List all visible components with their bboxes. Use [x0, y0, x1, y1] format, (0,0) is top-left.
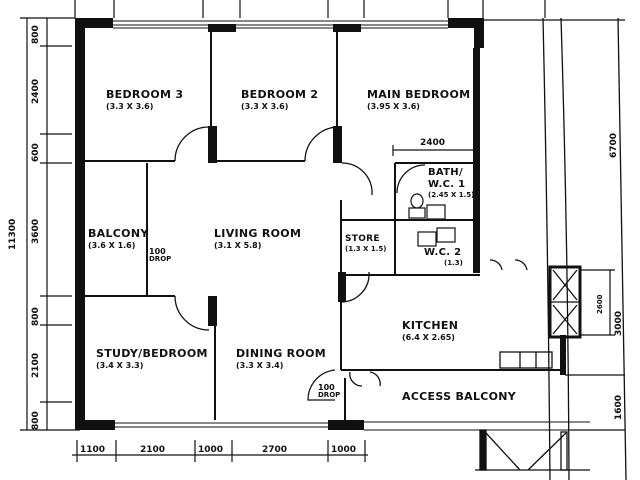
drop-value: 100	[318, 383, 335, 392]
dim-left-4: 3600	[31, 218, 41, 244]
room-name: DINING ROOM	[236, 347, 327, 360]
room-access-balcony: ACCESS BALCONY	[402, 390, 517, 403]
room-living-room: LIVING ROOM (3.1 X 5.8)	[214, 228, 301, 250]
room-size: (3.4 X 3.3)	[96, 361, 144, 370]
dim-right-2600: 2600	[596, 294, 604, 314]
room-name: STORE	[345, 234, 380, 244]
room-size: (2.45 X 1.5)	[428, 191, 475, 199]
dim-bottom-2: 2100	[140, 445, 166, 455]
room-name: BATH/	[428, 167, 463, 178]
room-size: (3.6 X 1.6)	[88, 241, 136, 250]
dim-left-7: 800	[31, 411, 41, 430]
dim-left-outer: 11300	[8, 218, 18, 250]
drop-label: DROP	[318, 391, 341, 399]
room-size: (1.3 X 1.5)	[345, 245, 387, 253]
drop-label: DROP	[149, 255, 172, 263]
dim-right-6700: 6700	[609, 132, 619, 158]
room-bath-wc-1: BATH/ W.C. 1 (2.45 X 1.5)	[428, 168, 474, 199]
drop-value: 100	[149, 247, 166, 256]
room-size: (3.3 X 3.6)	[106, 102, 154, 111]
room-wc-2: W.C. 2 (1.3)	[424, 248, 463, 267]
dim-left-2: 2400	[31, 78, 41, 104]
room-main-bedroom: MAIN BEDROOM (3.95 X 3.6)	[367, 89, 470, 111]
room-name: BEDROOM 3	[106, 88, 184, 101]
room-balcony: BALCONY (3.6 X 1.6)	[88, 228, 149, 250]
room-name: KITCHEN	[402, 319, 459, 332]
room-size: (3.3 X 3.6)	[241, 102, 289, 111]
room-size: (1.3)	[444, 259, 463, 267]
room-kitchen: KITCHEN (6.4 X 2.65)	[402, 320, 458, 342]
room-size: (3.95 X 3.6)	[367, 102, 420, 111]
dim-left-1: 800	[31, 25, 41, 44]
room-name: BALCONY	[88, 227, 149, 240]
room-size: (3.3 X 3.4)	[236, 361, 284, 370]
dim-bath-width: 2400	[420, 138, 446, 148]
dim-right-3000: 3000	[614, 310, 624, 336]
dim-right-1600: 1600	[614, 394, 624, 420]
dim-bottom-4: 2700	[262, 445, 288, 455]
dim-left-5: 800	[31, 307, 41, 326]
dim-bottom-5: 1000	[331, 445, 357, 455]
room-name: LIVING ROOM	[214, 227, 302, 240]
room-name: STUDY/BEDROOM	[96, 347, 208, 360]
dim-bottom-3: 1000	[198, 445, 224, 455]
dim-left-3: 600	[31, 143, 41, 162]
room-size: (6.4 X 2.65)	[402, 333, 455, 342]
dim-bottom-1: 1100	[80, 445, 106, 455]
room-bedroom-3: BEDROOM 3 (3.3 X 3.6)	[106, 89, 183, 111]
room-name: BEDROOM 2	[241, 88, 319, 101]
room-size: (3.1 X 5.8)	[214, 241, 262, 250]
dim-left-6: 2100	[31, 352, 41, 378]
room-dining-room: DINING ROOM (3.3 X 3.4)	[236, 348, 326, 370]
room-study-bedroom: STUDY/BEDROOM (3.4 X 3.3)	[96, 348, 208, 370]
room-name-line2: W.C. 1	[428, 179, 466, 190]
room-store: STORE (1.3 X 1.5)	[345, 235, 386, 253]
room-name: MAIN BEDROOM	[367, 88, 471, 101]
drop-marker-entrance: 100 DROP	[318, 384, 340, 399]
room-name: W.C. 2	[424, 247, 462, 258]
room-bedroom-2: BEDROOM 2 (3.3 X 3.6)	[241, 89, 318, 111]
drop-marker-living: 100 DROP	[149, 248, 171, 263]
